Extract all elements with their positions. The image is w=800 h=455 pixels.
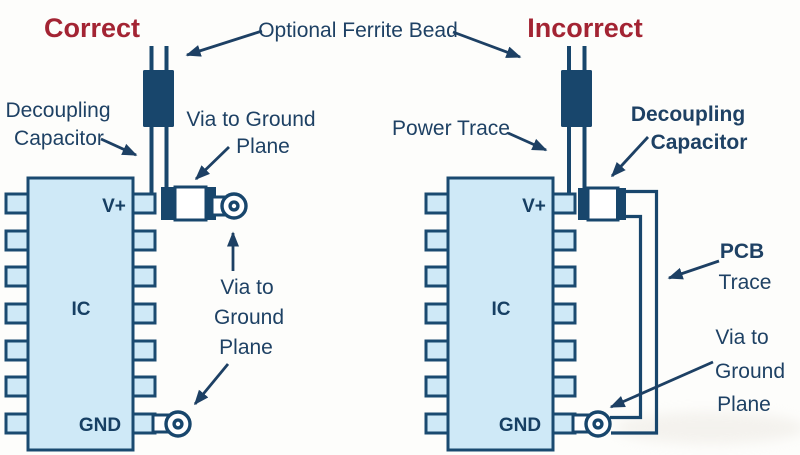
pcb-trace-label: Trace	[719, 271, 772, 294]
left-correct-diagram: V+ IC GND Correct Decoupling Capacitor V…	[4, 13, 316, 452]
via-to-ground-label: Ground	[715, 360, 785, 383]
via-to-ground-bottom-label: Via to	[220, 276, 273, 299]
pcb-trace-inner	[610, 214, 643, 420]
ic-body	[26, 176, 135, 452]
via-to-ground-top-label: Via to Ground	[186, 108, 315, 131]
ic-pins-right-side	[129, 192, 157, 435]
power-trace-label: Power Trace	[392, 117, 510, 140]
ic-pins-left-side	[424, 192, 452, 435]
pcb-trace-arrow	[667, 259, 720, 280]
decoupling-capacitor-component	[161, 185, 216, 222]
gnd-pin-label: GND	[79, 415, 121, 436]
pcb-trace-outer	[611, 189, 659, 435]
optional-ferrite-bead-label: Optional Ferrite Bead	[258, 19, 458, 42]
via-to-ground-bottom-label: Plane	[219, 336, 273, 359]
ferrite-bead	[561, 70, 592, 127]
decoupling-capacitor-component	[578, 186, 626, 222]
power-trace-arrow	[507, 131, 548, 152]
decoupling-capacitor-label: Capacitor	[14, 127, 104, 150]
via-to-ground-arrow	[609, 360, 714, 409]
ic-pins-left-side	[4, 192, 32, 435]
via-to-ground-label: Via to	[715, 326, 768, 349]
ic-label: IC	[72, 299, 91, 320]
right-incorrect-diagram: V+ IC GND Incorrect Power Trace Decoupli…	[392, 13, 785, 452]
background-smudge	[615, 412, 800, 444]
decoupling-capacitor-label: Capacitor	[651, 131, 748, 154]
gnd-pin-label: GND	[499, 415, 541, 436]
via-to-ground-label: Plane	[717, 393, 771, 416]
ferrite-bead	[143, 70, 174, 127]
ferrite-bead-left-arrow	[185, 29, 263, 57]
vplus-pin-label: V+	[102, 196, 126, 217]
vplus-pin-label: V+	[522, 196, 546, 217]
decoupling-capacitor-arrow	[610, 136, 650, 178]
ferrite-bead-right-arrow	[452, 30, 522, 59]
via-to-ground-bottom-label: Ground	[214, 306, 284, 329]
ic-pins-right-side	[549, 192, 577, 435]
pcb-trace-label: PCB	[720, 240, 764, 263]
decoupling-capacitor-arrow	[100, 137, 138, 157]
decoupling-capacitor-label: Decoupling	[5, 99, 110, 122]
via-to-ground-plane-top	[220, 192, 248, 220]
via-to-ground-top-label: Plane	[236, 135, 290, 158]
via-to-ground-plane	[584, 410, 612, 438]
ic-label: IC	[492, 299, 511, 320]
correct-heading: Correct	[44, 13, 140, 43]
via-bottom-arrow	[193, 363, 230, 406]
ic-body	[446, 176, 555, 452]
via-to-ground-plane-bottom	[164, 410, 192, 438]
decoupling-capacitor-label: Decoupling	[631, 103, 745, 126]
via-top-arrow	[194, 145, 230, 181]
incorrect-heading: Incorrect	[527, 13, 643, 43]
